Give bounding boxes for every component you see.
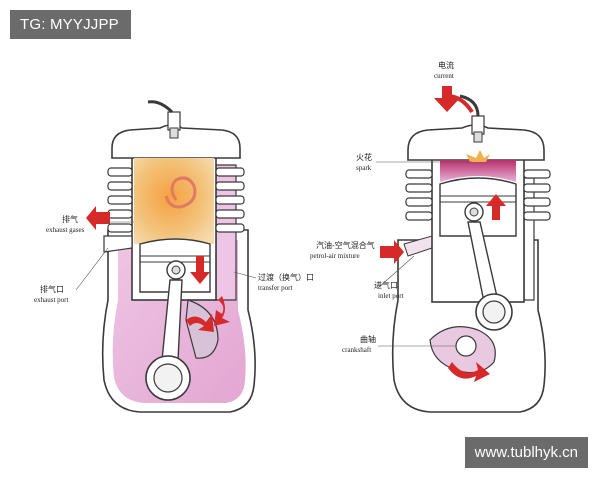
spark-label-cn: 火花 bbox=[356, 152, 372, 162]
inlet-port-label-cn: 进气口 bbox=[374, 280, 398, 290]
transfer-port-label-cn: 过渡（换气）口 bbox=[258, 272, 314, 282]
inlet-port-label-en: inlet port bbox=[378, 292, 404, 300]
left-swirl bbox=[164, 176, 197, 209]
spark-label-en: spark bbox=[356, 164, 372, 172]
exhaust-port-label-cn: 排气口 bbox=[40, 284, 64, 294]
right-mixture-arrow bbox=[380, 240, 404, 264]
transfer-port-label-en: transfer port bbox=[258, 284, 292, 292]
right-current-line bbox=[446, 94, 474, 114]
watermark-top: TG: MYYJJPP bbox=[10, 10, 131, 39]
left-rotation-arrow-1 bbox=[186, 314, 214, 332]
right-current-arrow bbox=[434, 86, 460, 112]
current-label-cn: 电流 bbox=[438, 60, 454, 70]
left-piston bbox=[139, 238, 211, 293]
right-piston bbox=[439, 177, 517, 237]
left-cooling-fins bbox=[107, 167, 245, 233]
exhaust-gases-label-en: exhaust gases bbox=[46, 226, 85, 234]
left-rotation-arrow-2 bbox=[214, 296, 230, 326]
crankshaft-label-cn: 曲轴 bbox=[360, 334, 376, 344]
left-spark-plug bbox=[147, 100, 181, 139]
right-rotation-arrow bbox=[448, 362, 490, 382]
right-spark-plug bbox=[459, 94, 485, 143]
transfer-port-leader bbox=[233, 271, 257, 279]
right-combustion-chamber bbox=[440, 160, 516, 182]
mixture-label-cn: 汽油-空气混合气 bbox=[316, 240, 375, 250]
left-crankshaft bbox=[145, 355, 191, 401]
current-label-en: current bbox=[434, 72, 454, 80]
left-engine bbox=[86, 100, 256, 413]
exhaust-port-label-en: exhaust port bbox=[34, 296, 68, 304]
left-exhaust-chamber bbox=[134, 158, 214, 244]
inlet-port-leader bbox=[377, 255, 415, 289]
watermark-bottom: www.tublhyk.cn bbox=[464, 437, 588, 468]
right-cooling-fins bbox=[405, 169, 551, 221]
left-exhaust-port bbox=[103, 235, 133, 253]
exhaust-port-leader bbox=[75, 247, 109, 291]
labels: 排气 exhaust gases 排气口 exhaust port 过渡（换气）… bbox=[34, 60, 472, 354]
right-spark-glow bbox=[466, 150, 490, 162]
left-exhaust-arrow bbox=[86, 206, 110, 230]
right-transfer-passage bbox=[523, 177, 535, 301]
mixture-label-en: petrol-air mixture bbox=[310, 252, 360, 260]
right-engine bbox=[380, 86, 551, 413]
right-crankshaft bbox=[429, 293, 513, 374]
crankshaft-label-en: crankshaft bbox=[342, 346, 371, 354]
left-piston-down-arrow bbox=[190, 256, 210, 284]
exhaust-gases-label-cn: 排气 bbox=[62, 214, 78, 224]
right-piston-up-arrow bbox=[486, 194, 506, 220]
